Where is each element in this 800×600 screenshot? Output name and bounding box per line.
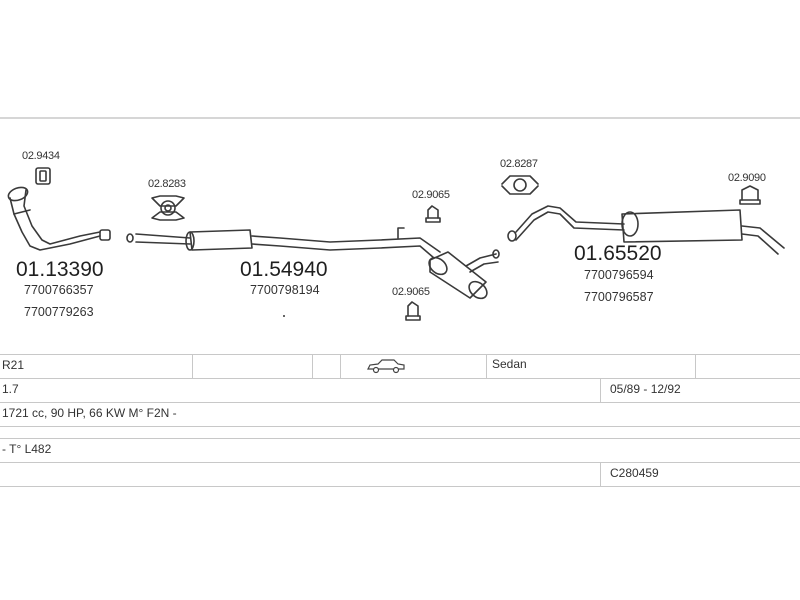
catalog-cell: C280459 bbox=[610, 466, 659, 480]
rubber-code: 02.9090 bbox=[728, 172, 766, 184]
engine-cell: 1.7 bbox=[2, 382, 19, 396]
table-line-3 bbox=[0, 402, 800, 403]
table-divider bbox=[486, 354, 487, 378]
middle-muffler-01-54940-icon bbox=[126, 227, 441, 259]
table-divider bbox=[192, 354, 193, 378]
table-divider bbox=[600, 462, 601, 486]
table-line-7 bbox=[0, 486, 800, 487]
rubber-mount-02-9090-icon bbox=[739, 185, 761, 205]
rear-oem-1: 7700796594 bbox=[584, 268, 654, 282]
specs-cell: 1721 cc, 90 HP, 66 KW M° F2N - bbox=[2, 406, 177, 420]
clamp-02-8287-icon bbox=[501, 175, 539, 195]
table-line-5 bbox=[0, 438, 800, 439]
rear-code: 01.65520 bbox=[574, 242, 662, 265]
table-divider bbox=[600, 378, 601, 402]
stray-dot bbox=[283, 315, 285, 317]
car-icon-cell bbox=[366, 358, 406, 377]
middle-code: 01.54940 bbox=[240, 258, 328, 281]
hanger2-code: 02.9065 bbox=[392, 286, 430, 298]
body-type-cell: Sedan bbox=[492, 357, 527, 371]
sedan-car-icon bbox=[367, 359, 405, 374]
table-line-6 bbox=[0, 462, 800, 463]
table-line-4 bbox=[0, 426, 800, 427]
clamp-02-8283-icon bbox=[151, 195, 185, 221]
front-pipe-oem-1: 7700766357 bbox=[24, 283, 94, 297]
top-border bbox=[0, 117, 800, 119]
front-pipe-01-13390-icon bbox=[7, 186, 111, 251]
table-divider bbox=[340, 354, 341, 378]
table-divider bbox=[312, 354, 313, 378]
clamp3-code: 02.8287 bbox=[500, 158, 538, 170]
years-cell: 05/89 - 12/92 bbox=[610, 382, 681, 396]
exhaust-diagram bbox=[7, 167, 785, 321]
hanger-02-9065-icon bbox=[425, 205, 441, 223]
hanger1-code: 02.9065 bbox=[412, 189, 450, 201]
intermediate-box-icon bbox=[428, 249, 500, 300]
rear-muffler-01-65520-icon bbox=[507, 205, 785, 255]
type-cell: - T° L482 bbox=[2, 442, 52, 456]
rear-oem-2: 7700796587 bbox=[584, 290, 654, 304]
model-cell: R21 bbox=[2, 358, 25, 372]
clamp-02-9434-icon bbox=[35, 167, 51, 185]
table-divider bbox=[695, 354, 696, 378]
table-line-2 bbox=[0, 378, 800, 379]
front-pipe-code: 01.13390 bbox=[16, 258, 104, 281]
front-pipe-oem-2: 7700779263 bbox=[24, 305, 94, 319]
clamp-code: 02.9434 bbox=[22, 150, 60, 162]
clamp2-code: 02.8283 bbox=[148, 178, 186, 190]
table-line-1 bbox=[0, 354, 800, 355]
hanger-02-9065-lower-icon bbox=[405, 301, 421, 321]
middle-oem-1: 7700798194 bbox=[250, 283, 320, 297]
